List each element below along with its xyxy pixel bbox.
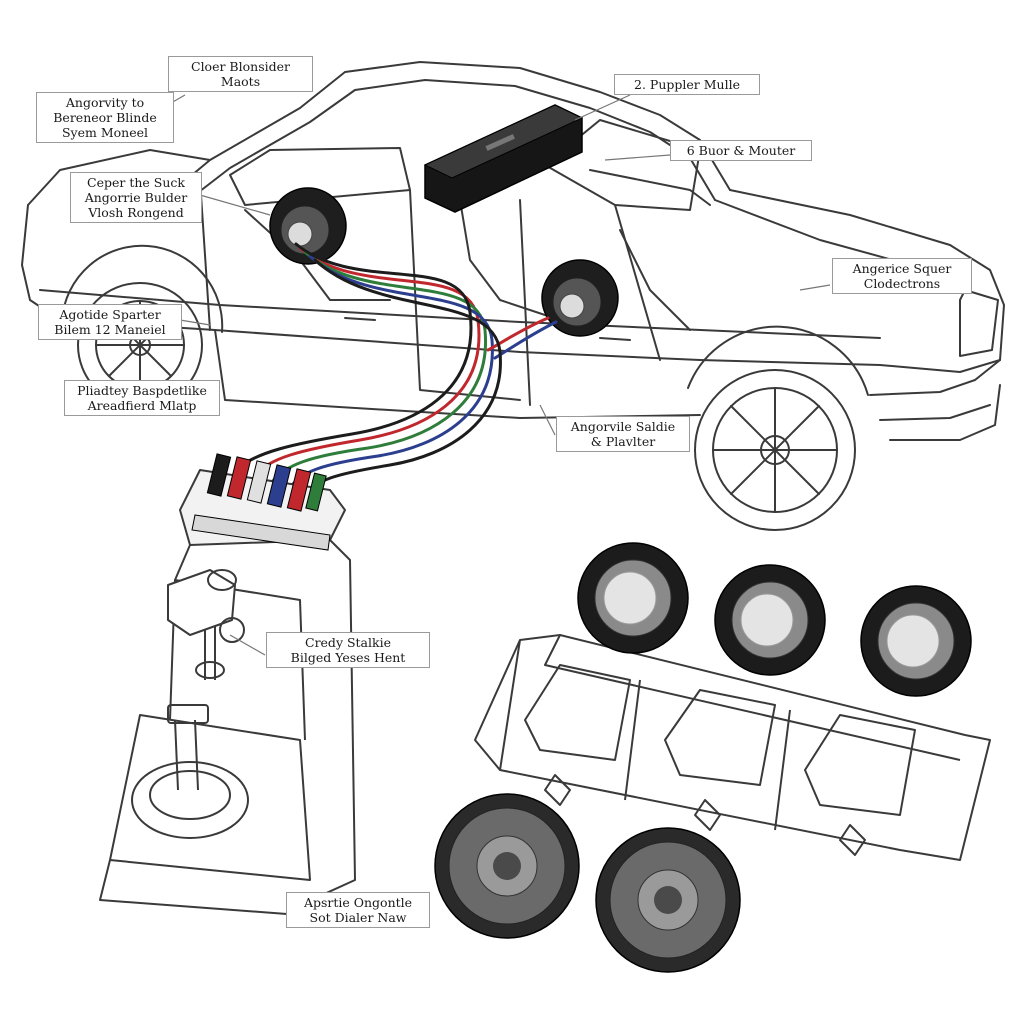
label-line: Bilged Yeses Hent	[290, 650, 406, 665]
label-line: Vlosh Rongend	[88, 205, 184, 220]
label-line: Apsrtie Ongontle	[303, 895, 413, 910]
label-line: Pliadtey Baspdetlike	[77, 383, 207, 398]
label-line: Sot Dialer Naw	[309, 910, 407, 925]
label-line: Angorrie Bulder	[84, 190, 188, 205]
rear-door-speaker	[269, 187, 347, 265]
label-line: Angorvile Saldie	[570, 419, 676, 434]
label-cloer-blonsider: Cloer Blonsider Maots	[168, 56, 313, 92]
label-line: Agotide Sparter	[59, 307, 161, 322]
wire-harness	[236, 242, 558, 497]
label-pliadtey-baspdetlike: Pliadtey Baspdetlike Areadfierd Mlatp	[64, 380, 220, 416]
label-line: Ceper the Suck	[87, 175, 185, 190]
harness-connectors	[191, 453, 331, 551]
label-line: Angerice Squer	[852, 261, 952, 276]
label-line: Cloer Blonsider	[191, 59, 290, 74]
label-line: & Plavlter	[590, 434, 656, 449]
tray-speaker-2	[714, 564, 826, 676]
label-line: Angorvity to	[65, 95, 145, 110]
label-ceper-the-suck: Ceper the Suck Angorrie Bulder Vlosh Ron…	[70, 172, 202, 223]
label-agotide-sparter: Agotide Sparter Bilem 12 Maneiel	[38, 304, 182, 340]
label-line: Areadfierd Mlatp	[87, 398, 197, 413]
label-credy-stalkie: Credy Stalkie Bilged Yeses Hent	[266, 632, 430, 668]
front-wheel	[687, 325, 869, 531]
tray-speaker-1	[577, 542, 689, 654]
amplifier	[423, 104, 584, 213]
speaker-tray	[474, 634, 991, 861]
car-body	[21, 61, 1005, 441]
label-line: Maots	[220, 74, 261, 89]
loose-speaker-2	[595, 827, 741, 973]
label-line: Clodectrons	[863, 276, 941, 291]
label-puppler-mulle: 2. Puppler Mulle	[614, 74, 760, 95]
tray-speaker-3	[860, 585, 972, 697]
loose-speaker-1	[434, 793, 580, 939]
label-line: Bilem 12 Maneiel	[54, 322, 166, 337]
label-buor-mouter: 6 Buor & Mouter	[670, 140, 812, 161]
label-line: 2. Puppler Mulle	[634, 77, 740, 92]
label-line: Syem Moneel	[61, 125, 149, 140]
label-apsrtie-ongontle: Apsrtie Ongontle Sot Dialer Naw	[286, 892, 430, 928]
front-door-speaker	[541, 259, 619, 337]
leader-lines	[149, 94, 831, 656]
label-line: Bereneor Blinde	[53, 110, 157, 125]
label-angorvile-saldie: Angorvile Saldie & Plavlter	[556, 416, 690, 452]
label-line: Credy Stalkie	[305, 635, 391, 650]
label-angerice-squer: Angerice Squer Clodectrons	[832, 258, 972, 294]
label-line: 6 Buor & Mouter	[686, 143, 796, 158]
label-angorvity-to: Angorvity to Bereneor Blinde Syem Moneel	[36, 92, 174, 143]
